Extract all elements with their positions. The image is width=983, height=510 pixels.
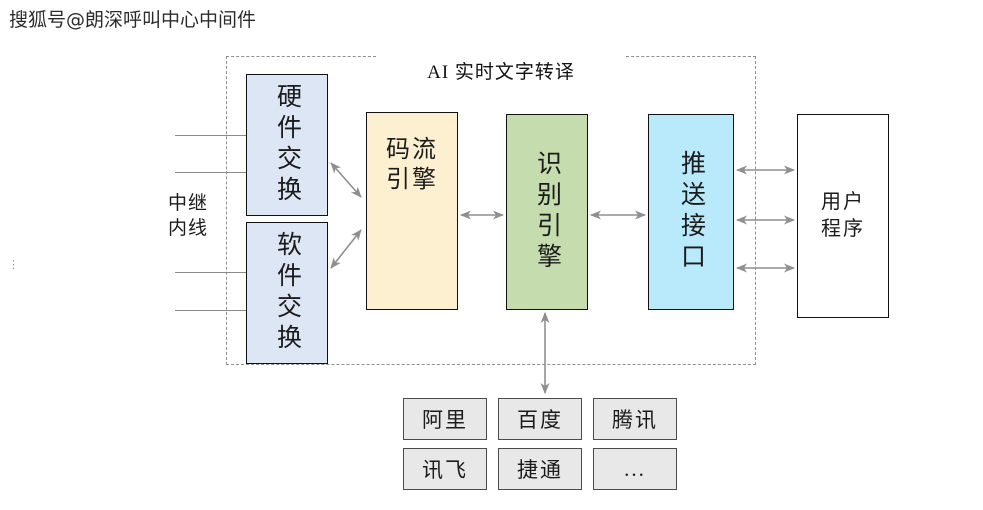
vendor-list: 阿里 百度 腾讯 讯飞 捷通 ... [403, 398, 677, 490]
node-stream-engine-label: 码流 引擎 [386, 135, 438, 195]
trunk-line-4 [175, 310, 247, 311]
node-hardware-switch[interactable]: 硬件交换 [246, 74, 328, 216]
trunk-label-line-1: 中继 [168, 193, 209, 214]
node-software-switch-label: 软件交换 [273, 231, 301, 355]
trunk-label-line-2: 内线 [168, 217, 209, 239]
vendor-item-tencent[interactable]: 腾讯 [593, 398, 677, 440]
vendor-item-baidu[interactable]: 百度 [498, 398, 582, 440]
node-push-interface-label: 推送接口 [677, 150, 705, 274]
node-recognition-engine[interactable]: 识别引擎 [506, 114, 588, 310]
vendor-item-jietong[interactable]: 捷通 [498, 448, 582, 490]
vendor-item-more[interactable]: ... [593, 448, 677, 490]
trunk-line-3 [175, 272, 247, 273]
watermark-text: 搜狐号@朗深呼叫中心中间件 [9, 9, 257, 31]
trunk-extension-label: 中继 内线 [168, 192, 230, 241]
node-user-program[interactable]: 用户 程序 [797, 114, 889, 318]
ai-region-top-left-edge [226, 56, 376, 57]
node-user-program-label: 用户 程序 [821, 189, 865, 243]
vendor-item-aliyun[interactable]: 阿里 [403, 398, 487, 440]
node-recognition-engine-label: 识别引擎 [533, 150, 561, 274]
ai-region-top-right-edge [626, 56, 756, 57]
node-user-program-label-line-2: 程序 [821, 218, 865, 240]
ai-region-title: AI 实时文字转译 [427, 62, 575, 83]
node-stream-engine[interactable]: 码流 引擎 [366, 112, 458, 310]
trunk-line-2 [175, 172, 247, 173]
trunk-line-1 [175, 135, 247, 136]
node-software-switch[interactable]: 软件交换 [246, 222, 328, 364]
node-stream-engine-label-line-1: 码流 [386, 137, 438, 163]
watermark-dots-icon: ⋮ [8, 258, 19, 271]
node-stream-engine-label-line-2: 引擎 [386, 167, 438, 193]
vendor-item-xunfei[interactable]: 讯飞 [403, 448, 487, 490]
ai-region-boundary [226, 56, 756, 365]
node-hardware-switch-label: 硬件交换 [273, 83, 301, 207]
node-push-interface[interactable]: 推送接口 [648, 114, 734, 310]
node-user-program-label-line-1: 用户 [821, 191, 865, 213]
